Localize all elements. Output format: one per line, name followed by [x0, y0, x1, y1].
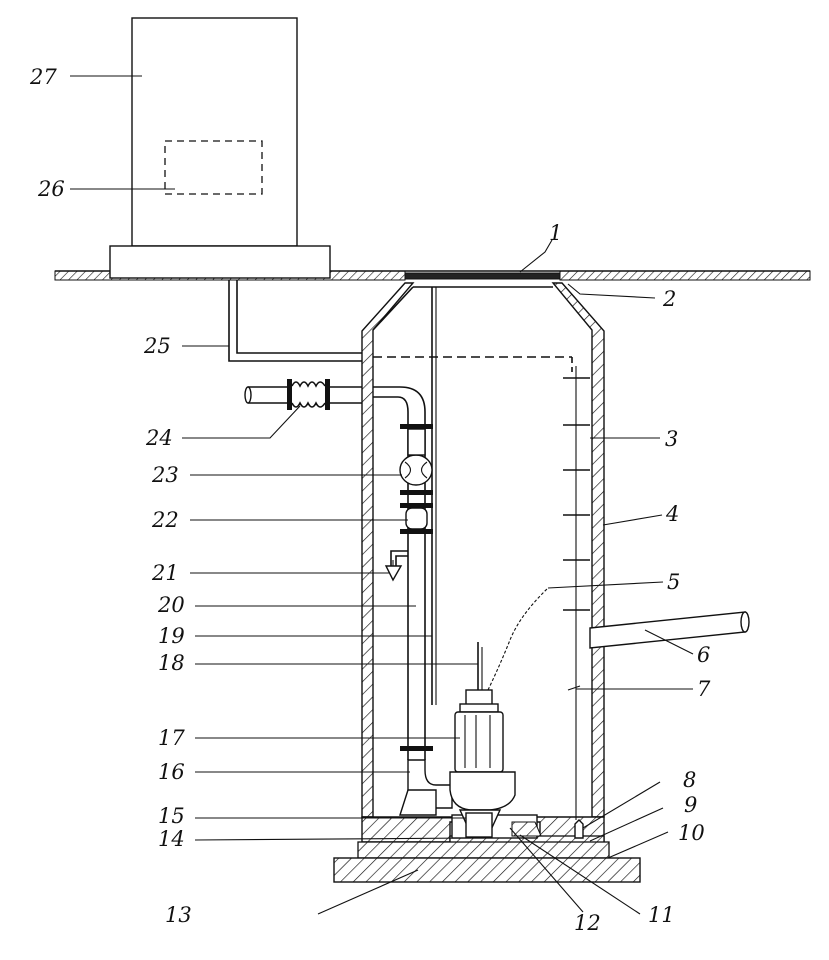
submersible-pump — [449, 689, 516, 838]
label-9: 9 — [684, 793, 697, 817]
leader-lines — [70, 75, 694, 915]
air-valve — [384, 550, 408, 582]
controller-box — [164, 140, 263, 195]
label-15: 15 — [158, 804, 185, 828]
label-5: 5 — [667, 570, 680, 594]
label-22: 22 — [151, 508, 179, 532]
ladder — [563, 366, 590, 820]
part-labels: 1 2 3 4 5 6 7 8 9 10 11 12 13 14 15 16 1… — [29, 65, 711, 935]
label-20: 20 — [157, 593, 185, 617]
label-4: 4 — [665, 502, 679, 526]
label-3: 3 — [665, 427, 678, 451]
label-10: 10 — [678, 821, 705, 845]
label-16: 16 — [158, 760, 185, 784]
check-valve — [405, 507, 428, 530]
label-14: 14 — [158, 827, 185, 851]
cover-plate — [404, 272, 561, 280]
level-sensor — [574, 819, 584, 839]
label-19: 19 — [158, 624, 185, 648]
gate-valve — [399, 454, 433, 486]
label-21: 21 — [151, 561, 179, 585]
label-2: 2 — [662, 287, 676, 311]
label-7: 7 — [697, 677, 711, 701]
guide-rail — [431, 287, 437, 705]
cable-conduit — [228, 280, 573, 372]
float-switch — [477, 587, 549, 691]
label-27: 27 — [29, 65, 57, 89]
well-wall — [361, 282, 605, 818]
label-13: 13 — [165, 903, 192, 927]
label-6: 6 — [697, 643, 710, 667]
label-18: 18 — [158, 651, 185, 675]
label-12: 12 — [574, 911, 601, 935]
control-cabinet — [109, 17, 331, 279]
coupling-elbow — [399, 759, 453, 816]
label-17: 17 — [158, 726, 185, 750]
label-1: 1 — [549, 221, 562, 245]
label-25: 25 — [143, 334, 171, 358]
label-26: 26 — [37, 177, 65, 201]
label-11: 11 — [648, 903, 675, 927]
inlet-pipe — [589, 611, 750, 649]
label-24: 24 — [145, 426, 173, 450]
label-23: 23 — [151, 463, 179, 487]
flexible-joint — [287, 379, 330, 410]
label-8: 8 — [683, 768, 696, 792]
